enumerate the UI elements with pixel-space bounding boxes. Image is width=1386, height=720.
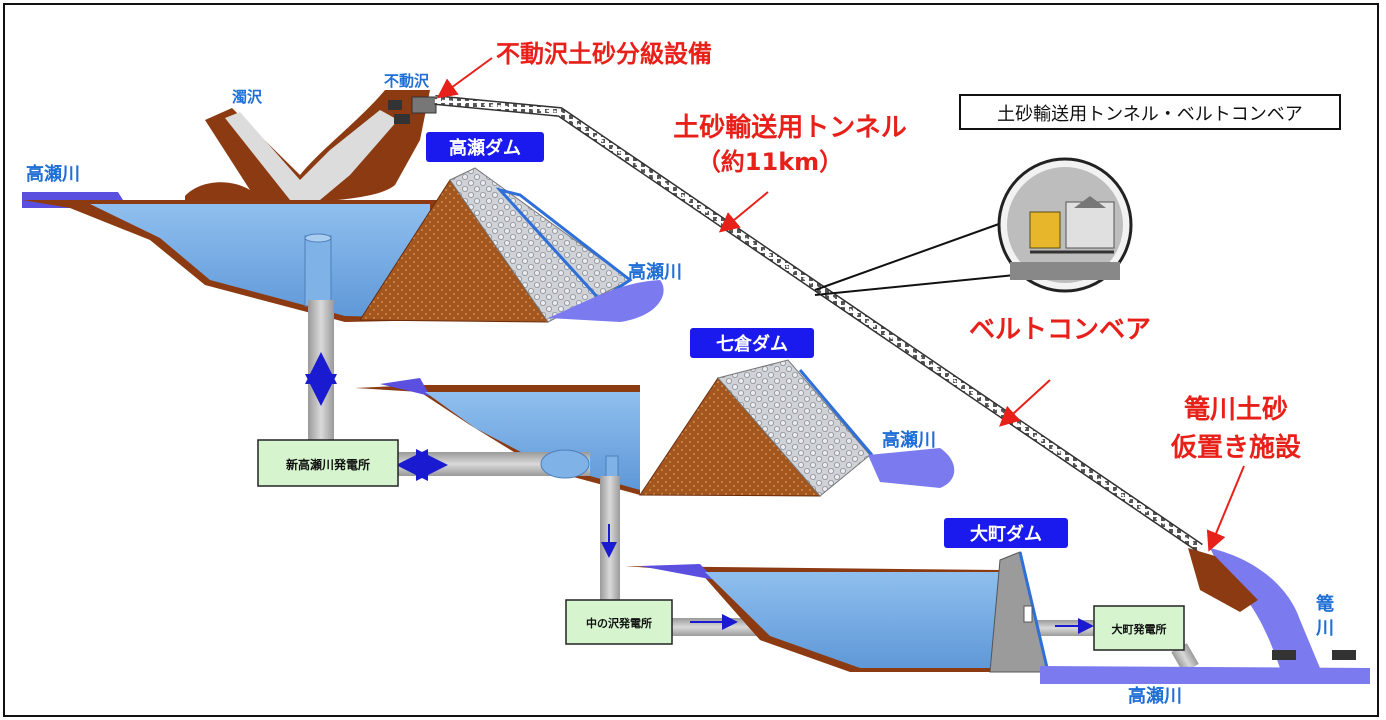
label-omachi-dam: 大町ダム <box>944 518 1068 548</box>
lower-river <box>1040 666 1370 684</box>
river-label-kagokawa-1: 篭 <box>1316 593 1334 615</box>
dam-name-omachi: 大町ダム <box>970 523 1042 545</box>
kagokawa-storage <box>1188 548 1258 612</box>
river-label-takase-mid1: 高瀬川 <box>628 261 682 283</box>
omachi-dam <box>625 551 1050 673</box>
dam-name-takase: 高瀬ダム <box>449 137 521 159</box>
legend-box: 土砂輸送用トンネル・ベルトコンベア <box>959 94 1341 130</box>
station-omachi: 大町発電所 <box>1093 605 1185 651</box>
flow-arrows <box>305 352 1094 634</box>
stream-label-fudozawa: 不動沢 <box>384 72 430 90</box>
river-label-takase-mid2: 高瀬川 <box>882 429 936 451</box>
legend-text: 土砂輸送用トンネル・ベルトコンベア <box>997 104 1303 125</box>
callout-tunnel-line2: （約11km） <box>697 148 843 176</box>
kagokawa-river <box>1210 548 1320 668</box>
takase-outflow-river <box>548 280 664 322</box>
station-label-shin-takasegawa: 新高瀬川発電所 <box>286 457 370 472</box>
station-label-omachi: 大町発電所 <box>1112 622 1167 636</box>
takase-reservoir <box>90 204 430 318</box>
label-takase-dam: 高瀬ダム <box>426 132 544 162</box>
station-label-nakanosawa: 中の沢発電所 <box>586 616 652 630</box>
river-label-kagokawa-2: 川 <box>1315 618 1334 639</box>
river-label-takase-upper: 高瀬川 <box>26 163 80 185</box>
mountain-valley <box>185 90 430 205</box>
callout-kagokawa-line1: 篭川土砂 <box>1184 394 1288 425</box>
callout-belt-conveyor: ベルトコンベア <box>969 315 1151 345</box>
callout-fudozawa-facility: 不動沢土砂分級設備 <box>496 40 712 68</box>
tunnel-cross-section <box>814 157 1133 296</box>
dam-name-nanakura: 七倉ダム <box>716 333 788 355</box>
nanakura-outflow-river <box>868 448 955 488</box>
station-nakanosawa: 中の沢発電所 <box>565 599 673 645</box>
callout-kagokawa-line2: 仮置き施設 <box>1170 432 1302 463</box>
omachi-reservoir <box>705 572 1000 668</box>
river-label-takase-lower: 高瀬川 <box>1128 685 1182 707</box>
frame <box>3 3 1379 717</box>
label-nanakura-dam: 七倉ダム <box>690 328 814 358</box>
callout-tunnel-line1: 土砂輸送用トンネル <box>673 112 906 143</box>
stream-label-nigorizawa: 濁沢 <box>232 88 263 106</box>
conveyor-belt <box>434 95 1203 553</box>
station-shin-takasegawa: 新高瀬川発電所 <box>257 439 399 487</box>
takase-dam <box>22 167 633 323</box>
